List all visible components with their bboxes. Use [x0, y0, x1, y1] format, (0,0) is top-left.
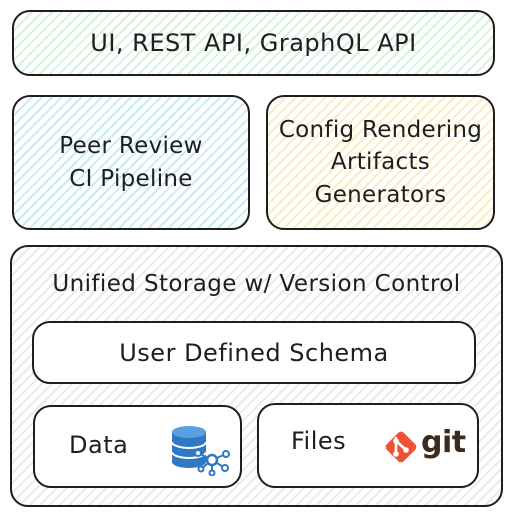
- git-wordmark: git: [421, 425, 466, 460]
- api-layer-box: UI, REST API, GraphQL API: [12, 10, 495, 76]
- config-rendering-box: Config Rendering Artifacts Generators: [266, 95, 495, 230]
- peer-review-label: Peer Review CI Pipeline: [59, 130, 202, 194]
- files-box: Files git: [257, 403, 479, 488]
- config-line-3: Generators: [314, 181, 447, 208]
- peer-review-line-1: Peer Review: [59, 133, 203, 160]
- database-network-icon: [171, 426, 230, 476]
- config-line-1: Config Rendering: [278, 117, 483, 144]
- data-box: Data: [33, 405, 242, 488]
- user-schema-label: User Defined Schema: [119, 338, 389, 367]
- data-label: Data: [69, 431, 129, 459]
- files-label: Files: [291, 427, 347, 455]
- api-layer-label: UI, REST API, GraphQL API: [90, 29, 417, 57]
- user-schema-box: User Defined Schema: [32, 321, 476, 384]
- config-rendering-label: Config Rendering Artifacts Generators: [279, 114, 482, 211]
- config-line-2: Artifacts: [330, 149, 431, 176]
- peer-review-line-2: CI Pipeline: [69, 165, 193, 192]
- peer-review-box: Peer Review CI Pipeline: [12, 95, 250, 230]
- unified-storage-title: Unified Storage w/ Version Control: [52, 271, 461, 297]
- git-logo-icon: [385, 431, 417, 463]
